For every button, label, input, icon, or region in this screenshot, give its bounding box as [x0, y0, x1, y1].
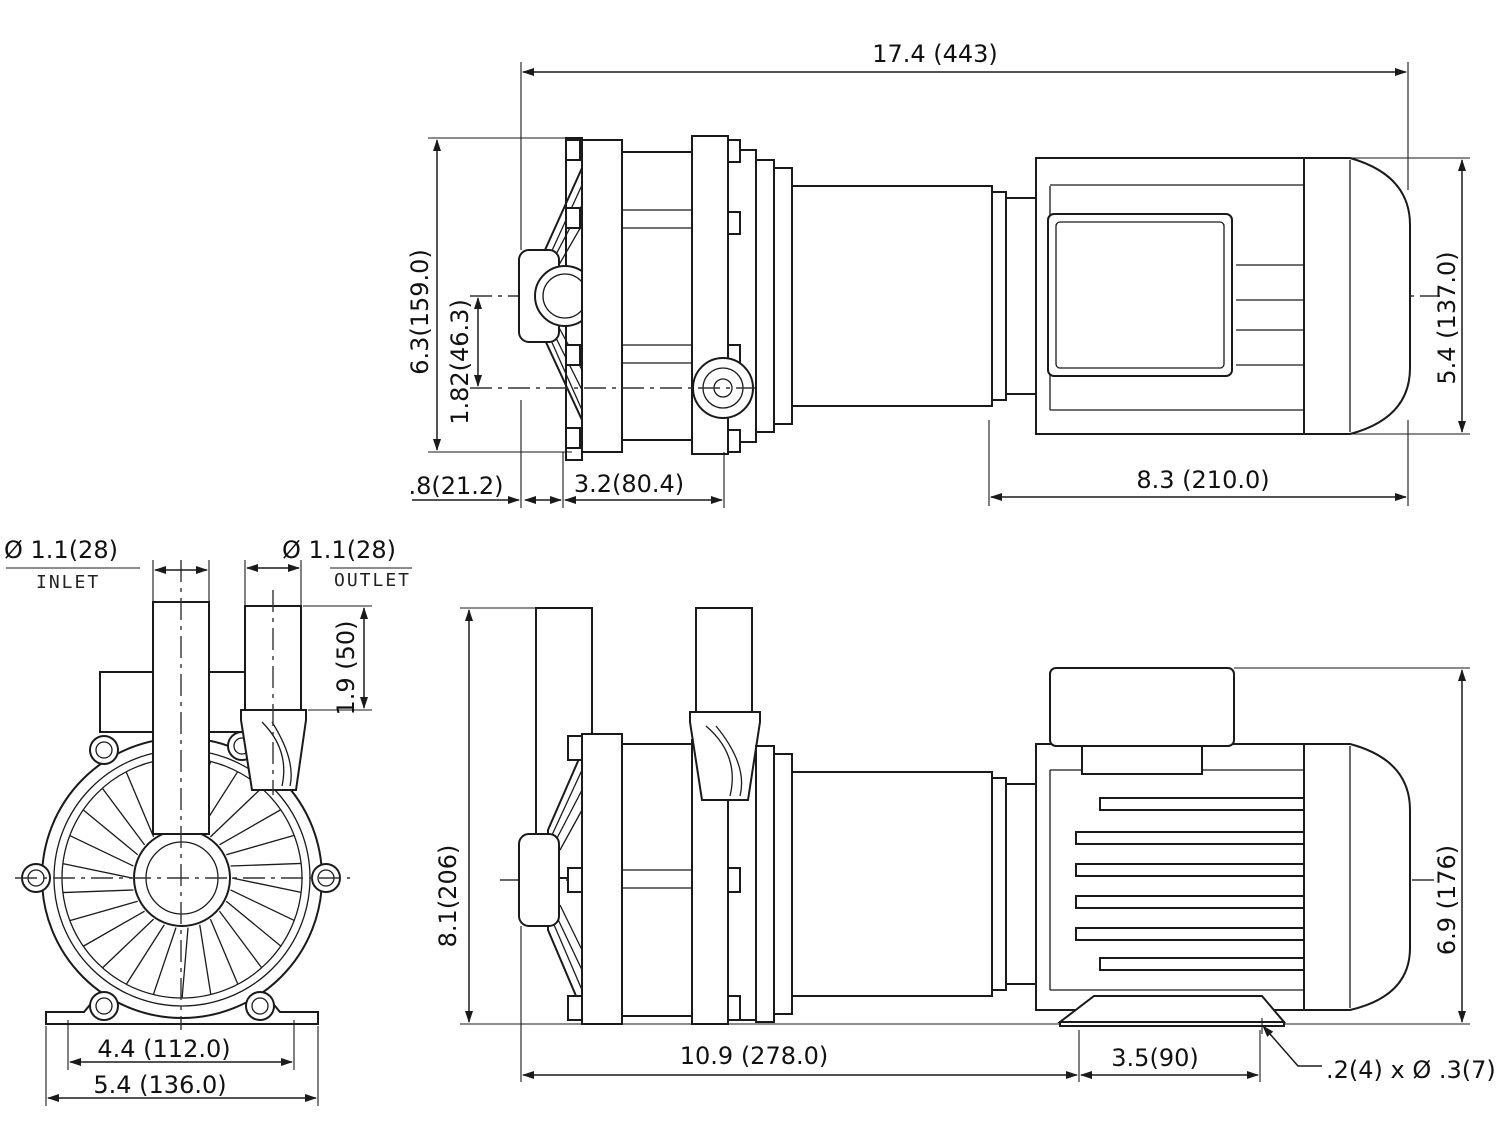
- outlet-label: OUTLET: [334, 570, 411, 591]
- dim-side-total-height: 8.1(206): [434, 845, 462, 948]
- side-view: [500, 607, 1440, 1027]
- volute-fin: [219, 809, 282, 846]
- dim-base-outer-width: 5.4 (136.0): [93, 1071, 226, 1099]
- volute-fin: [62, 889, 134, 894]
- dim-motor-height: 5.4 (137.0): [1433, 251, 1461, 384]
- volute-fin: [218, 910, 263, 969]
- motor-rib: [1075, 863, 1305, 877]
- dim-foot-spacing: 3.5(90): [1111, 1044, 1198, 1072]
- dim-outlet-diameter: Ø 1.1(28): [282, 536, 396, 564]
- volute-fin: [69, 900, 138, 922]
- volute-fin: [101, 787, 146, 846]
- dim-side-motor-height: 6.9 (176): [1433, 845, 1461, 955]
- volute-fin: [82, 809, 139, 856]
- dim-motor-length: 8.3 (210.0): [1136, 466, 1269, 494]
- volute-fin: [209, 787, 262, 838]
- volute-fin: [231, 877, 302, 894]
- top-view-dimensions: 17.4 (443) 6.3(159.0) 1.82(46.3) .8(21.2…: [406, 40, 1470, 508]
- volute-fin: [62, 862, 133, 879]
- motor-rib: [1075, 927, 1305, 941]
- volute-fin: [230, 862, 302, 867]
- volute-fin: [125, 924, 165, 985]
- dim-front-offset: .8(21.2): [408, 472, 503, 500]
- volute-fin: [199, 924, 212, 995]
- dim-overall-length: 17.4 (443): [872, 40, 998, 68]
- dim-side-length: 10.9 (278.0): [680, 1042, 829, 1070]
- volute-fin: [225, 900, 282, 947]
- side-view-dimensions: 8.1(206) 6.9 (176) 10.9 (278.0) 3.5(90) …: [434, 607, 1496, 1084]
- top-view: [470, 135, 1440, 461]
- dim-port-offset: 1.82(46.3): [446, 299, 474, 425]
- volute-fin: [209, 918, 239, 985]
- volute-fin: [152, 927, 177, 995]
- volute-fin: [102, 918, 155, 969]
- motor-rib: [1099, 957, 1305, 971]
- dim-inlet-diameter: Ø 1.1(28): [4, 536, 118, 564]
- dim-mount-holes: .2(4) x Ø .3(7): [1326, 1056, 1496, 1084]
- inlet-label: INLET: [36, 572, 100, 593]
- volute-fin: [82, 910, 145, 947]
- volute-fin: [230, 889, 295, 922]
- volute-fin: [125, 771, 155, 838]
- motor-rib: [1099, 797, 1305, 811]
- motor-rib: [1075, 831, 1305, 845]
- front-view-dimensions: Ø 1.1(28) Ø 1.1(28) INLET OUTLET 1.9 (50…: [4, 536, 412, 1106]
- dim-head-length: 3.2(80.4): [574, 470, 684, 498]
- dim-base-inner-width: 4.4 (112.0): [97, 1035, 230, 1063]
- motor-rib: [1075, 895, 1305, 909]
- front-view: [15, 560, 350, 1030]
- dim-top-height: 6.3(159.0): [406, 249, 434, 375]
- dim-outlet-height: 1.9 (50): [332, 620, 360, 715]
- volute-fin: [226, 834, 295, 856]
- volute-fin: [69, 834, 134, 867]
- volute-fin: [181, 927, 189, 999]
